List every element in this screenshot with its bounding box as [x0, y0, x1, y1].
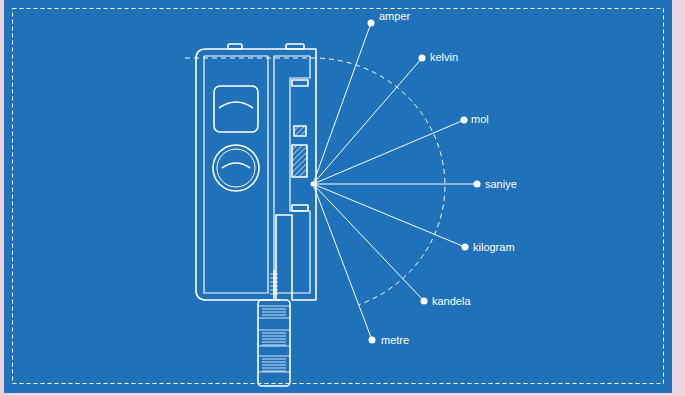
dashed-arc: [185, 58, 445, 305]
unit-label: kelvin: [430, 51, 458, 64]
unit-label: amper: [379, 10, 410, 23]
background-panel: [4, 0, 672, 393]
unit-label: mol: [471, 113, 489, 126]
leader-dots: [311, 20, 481, 344]
unit-label: kandela: [432, 295, 471, 308]
unit-label: kilogram: [473, 241, 515, 254]
unit-label: saniye: [485, 178, 517, 191]
knurling: [258, 274, 290, 372]
dashed-border: [13, 9, 664, 384]
leader-lines: [313, 23, 477, 340]
device-outline: [196, 44, 316, 386]
unit-label: metre: [381, 334, 409, 347]
